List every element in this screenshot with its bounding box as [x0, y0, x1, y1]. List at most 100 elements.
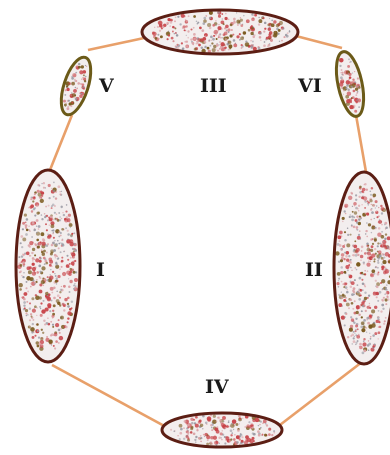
- speckle-dot: [186, 21, 188, 23]
- speckle-dot: [55, 323, 59, 327]
- speckle-dot: [188, 432, 190, 434]
- speckle-dot: [350, 316, 352, 318]
- speckle-dot: [60, 251, 62, 253]
- speckle-dot: [67, 106, 69, 108]
- speckle-dot: [218, 34, 221, 37]
- speckle-dot: [231, 29, 233, 31]
- speckle-dot: [217, 26, 221, 30]
- speckle-dot: [372, 243, 374, 245]
- speckle-dot: [381, 207, 385, 211]
- speckle-dot: [345, 313, 347, 315]
- speckle-dot: [226, 425, 229, 428]
- speckle-dot: [349, 216, 351, 218]
- speckle-dot: [377, 262, 379, 264]
- speckle-dot: [41, 344, 42, 345]
- speckle-dot: [183, 427, 185, 429]
- speckle-dot: [381, 224, 382, 225]
- speckle-dot: [367, 256, 370, 259]
- speckle-dot: [235, 423, 238, 426]
- speckle-dot: [273, 430, 275, 432]
- speckle-dot: [228, 420, 229, 421]
- speckle-dot: [385, 233, 387, 235]
- speckle-dot: [170, 21, 173, 24]
- speckle-dot: [358, 218, 359, 219]
- speckle-dot: [377, 242, 379, 244]
- speckle-dot: [48, 197, 50, 199]
- speckle-dot: [30, 313, 32, 315]
- speckle-dot: [218, 24, 220, 26]
- speckle-dot: [53, 182, 55, 184]
- speckle-dot: [388, 270, 390, 272]
- speckle-dot: [242, 418, 243, 419]
- speckle-dot: [59, 297, 61, 299]
- speckle-dot: [379, 219, 381, 221]
- speckle-dot: [53, 287, 56, 290]
- speckle-dot: [377, 245, 379, 247]
- speckle-dot: [61, 228, 64, 231]
- speckle-dot: [215, 34, 217, 36]
- speckle-dot: [157, 34, 159, 36]
- speckle-dot: [350, 267, 351, 268]
- speckle-dot: [349, 76, 352, 79]
- speckle-dot: [348, 307, 350, 309]
- speckle-dot: [383, 323, 385, 325]
- speckle-dot: [281, 40, 283, 42]
- speckle-dot: [53, 190, 56, 193]
- speckle-dot: [56, 283, 57, 284]
- speckle-dot: [230, 429, 233, 432]
- speckle-dot: [381, 279, 385, 283]
- speckle-dot: [233, 429, 234, 430]
- speckle-dot: [342, 245, 345, 248]
- speckle-dot: [74, 260, 76, 262]
- speckle-dot: [75, 80, 77, 82]
- speckle-dot: [268, 38, 270, 40]
- speckle-dot: [263, 44, 266, 47]
- speckle-dot: [386, 292, 388, 294]
- speckle-dot: [360, 255, 364, 259]
- speckle-dot: [355, 94, 357, 96]
- speckle-dot: [205, 15, 207, 17]
- speckle-dot: [353, 340, 356, 343]
- speckle-dot: [69, 270, 72, 273]
- speckle-dot: [239, 423, 240, 424]
- speckle-dot: [340, 259, 343, 262]
- speckle-dot: [353, 287, 356, 290]
- speckle-dot: [44, 323, 46, 325]
- connector-i-iv: [52, 365, 168, 428]
- speckle-dot: [186, 45, 188, 47]
- speckle-dot: [176, 34, 179, 37]
- speckle-dot: [367, 270, 369, 272]
- speckle-dot: [37, 184, 39, 186]
- speckle-dot: [358, 298, 361, 301]
- speckle-dot: [25, 233, 28, 236]
- speckle-dot: [372, 193, 376, 197]
- speckle-dot: [210, 36, 213, 39]
- speckle-dot: [221, 439, 223, 441]
- speckle-dot: [172, 26, 175, 29]
- speckle-dot: [271, 39, 273, 41]
- speckle-dot: [46, 262, 49, 265]
- speckle-dot: [60, 328, 62, 330]
- speckle-dot: [32, 336, 35, 339]
- speckle-dot: [345, 286, 348, 289]
- speckle-dot: [368, 260, 370, 262]
- speckle-dot: [369, 333, 370, 334]
- speckle-dot: [353, 337, 355, 339]
- speckle-dot: [350, 325, 353, 328]
- speckle-dot: [63, 100, 66, 103]
- speckle-dot: [185, 25, 187, 27]
- speckle-dot: [218, 44, 219, 45]
- speckle-dot: [34, 229, 37, 232]
- speckle-dot: [251, 27, 254, 30]
- speckle-dot: [354, 71, 355, 72]
- speckle-dot: [230, 438, 232, 440]
- speckle-dot: [173, 430, 175, 432]
- speckle-dot: [285, 34, 287, 36]
- speckle-dot: [353, 245, 357, 249]
- speckle-dot: [199, 27, 202, 30]
- speckle-dot: [45, 292, 48, 295]
- speckle-dot: [358, 334, 360, 336]
- speckle-dot: [61, 266, 63, 268]
- speckle-dot: [46, 279, 48, 281]
- speckle-dot: [187, 30, 189, 32]
